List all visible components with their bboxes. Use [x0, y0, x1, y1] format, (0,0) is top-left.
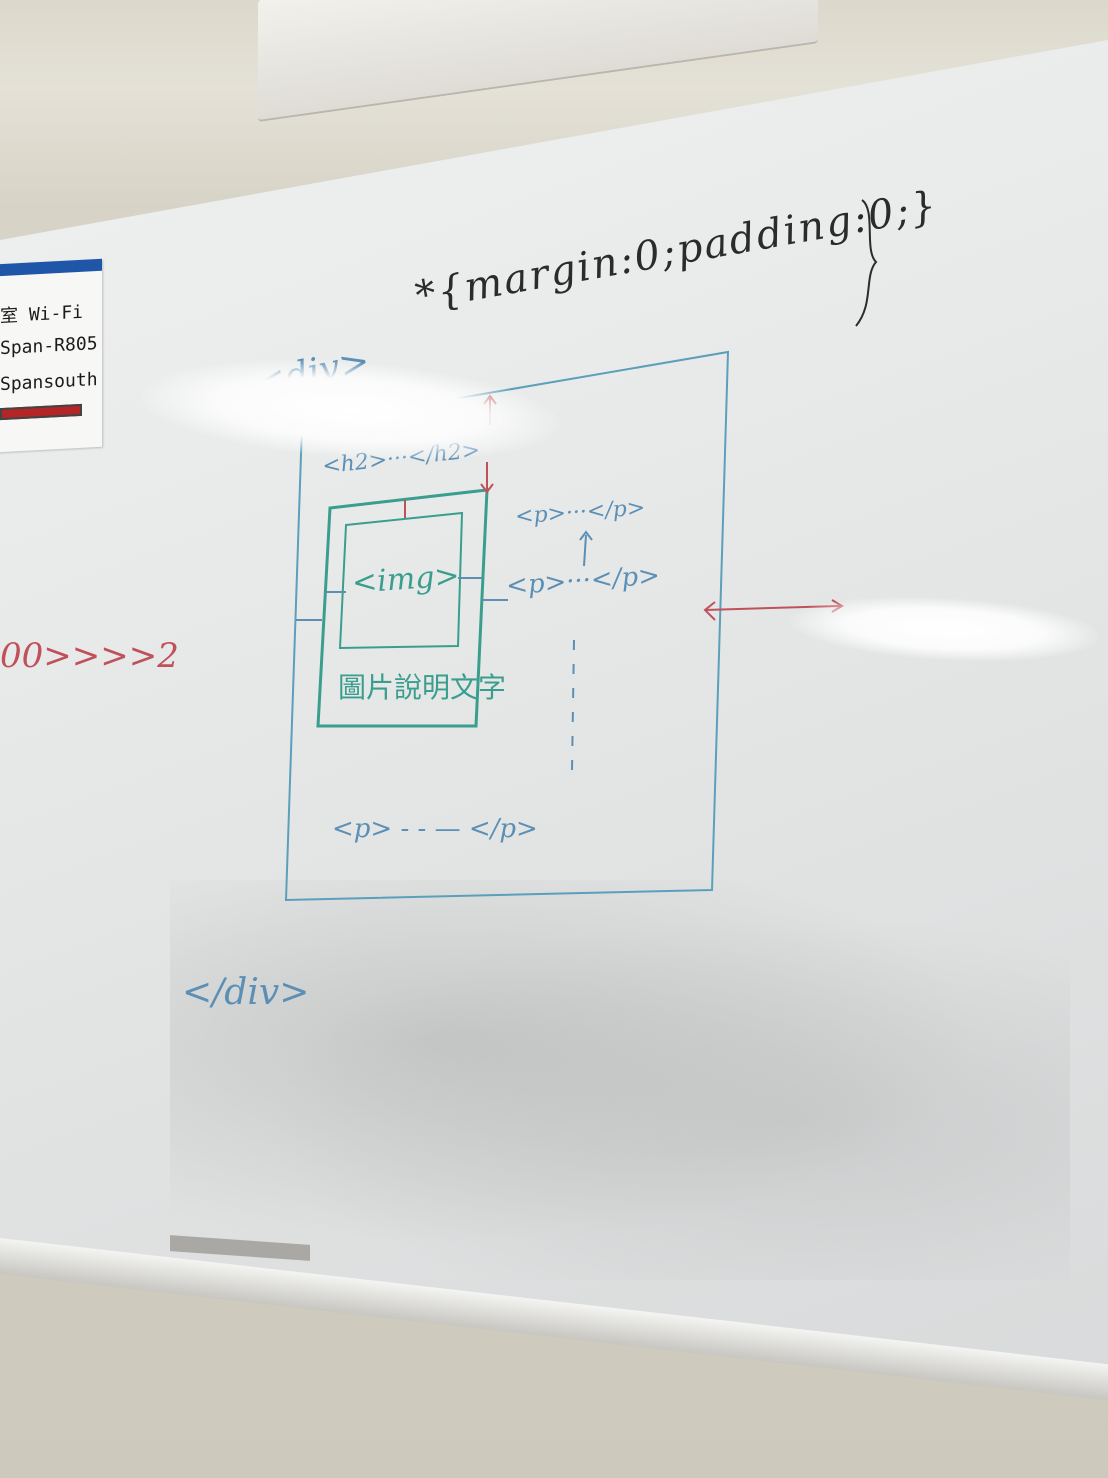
outer-div-box — [284, 350, 730, 902]
paragraph-tag-3: <p> - - — </p> — [332, 814, 538, 844]
figure-caption: 圖片說明文字 — [338, 671, 507, 704]
image-box — [338, 511, 464, 650]
red-note: 00>>>>2 — [0, 636, 179, 676]
div-close-tag: </div> — [182, 972, 310, 1013]
img-tag: <img> — [350, 558, 461, 601]
padding-arrows — [296, 530, 593, 771]
person-reflection — [170, 880, 1070, 1280]
css-rule-strokes — [855, 199, 878, 327]
figure-box — [316, 488, 489, 728]
